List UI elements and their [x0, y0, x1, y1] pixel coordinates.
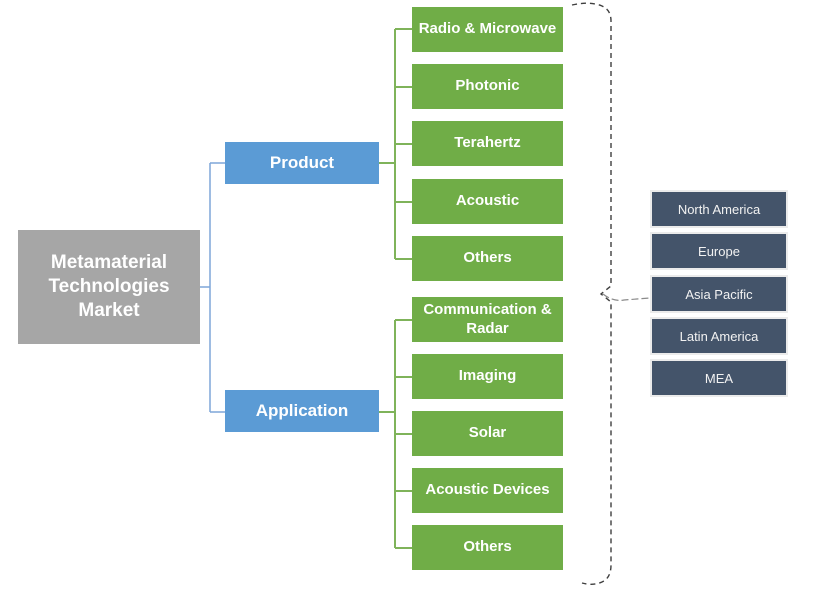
leaf-node-label: Imaging — [458, 367, 517, 385]
leaf-node-acoustic-devices: Acoustic Devices — [412, 468, 563, 513]
region-node-label: Europe — [698, 243, 740, 259]
leaf-node-label: Communication & Radar — [423, 300, 552, 337]
region-node-north-america: North America — [650, 190, 788, 228]
product-leaf-connector — [379, 28, 412, 260]
root-node-label: Metamaterial Technologies Market — [48, 251, 170, 322]
leaf-node-imaging: Imaging — [412, 354, 563, 399]
branch-node-label: Application — [255, 401, 349, 420]
branch-node-product: Product — [225, 142, 379, 184]
leaf-node-label: Radio & Microwave — [418, 20, 557, 38]
region-node-label: North America — [677, 201, 761, 217]
application-leaf-connector — [379, 319, 412, 549]
leaf-node-solar: Solar — [412, 411, 563, 456]
scope-bracket — [571, 2, 612, 585]
leaf-node-terahertz: Terahertz — [412, 121, 563, 166]
leaf-node-product-others: Others — [412, 236, 563, 281]
region-node-latin-america: Latin America — [650, 317, 788, 355]
leaf-node-label: Others — [463, 538, 512, 556]
leaf-node-label: Others — [463, 249, 512, 267]
leaf-node-label: Acoustic Devices — [425, 481, 550, 499]
leaf-node-photonic: Photonic — [412, 64, 563, 109]
region-node-label: MEA — [704, 370, 734, 386]
leaf-node-label: Photonic — [455, 77, 520, 95]
leaf-node-radio-microwave: Radio & Microwave — [412, 7, 563, 52]
region-node-label: Asia Pacific — [685, 286, 753, 302]
branch-node-application: Application — [225, 390, 379, 432]
region-node-label: Latin America — [679, 328, 759, 344]
region-node-europe: Europe — [650, 232, 788, 270]
leaf-node-acoustic: Acoustic — [412, 179, 563, 224]
region-node-asia-pacific: Asia Pacific — [650, 275, 788, 313]
region-node-mea: MEA — [650, 359, 788, 397]
branch-node-label: Product — [269, 153, 335, 172]
leaf-node-label: Acoustic — [455, 192, 520, 210]
root-branch-connector — [200, 162, 225, 413]
leaf-node-label: Solar — [468, 424, 507, 442]
leaf-node-communication-radar: Communication & Radar — [412, 297, 563, 342]
region-pointer-line — [602, 293, 651, 301]
root-node-metamaterial-technologies-market: Metamaterial Technologies Market — [18, 230, 200, 344]
leaf-node-label: Terahertz — [454, 134, 521, 152]
leaf-node-application-others: Others — [412, 525, 563, 570]
